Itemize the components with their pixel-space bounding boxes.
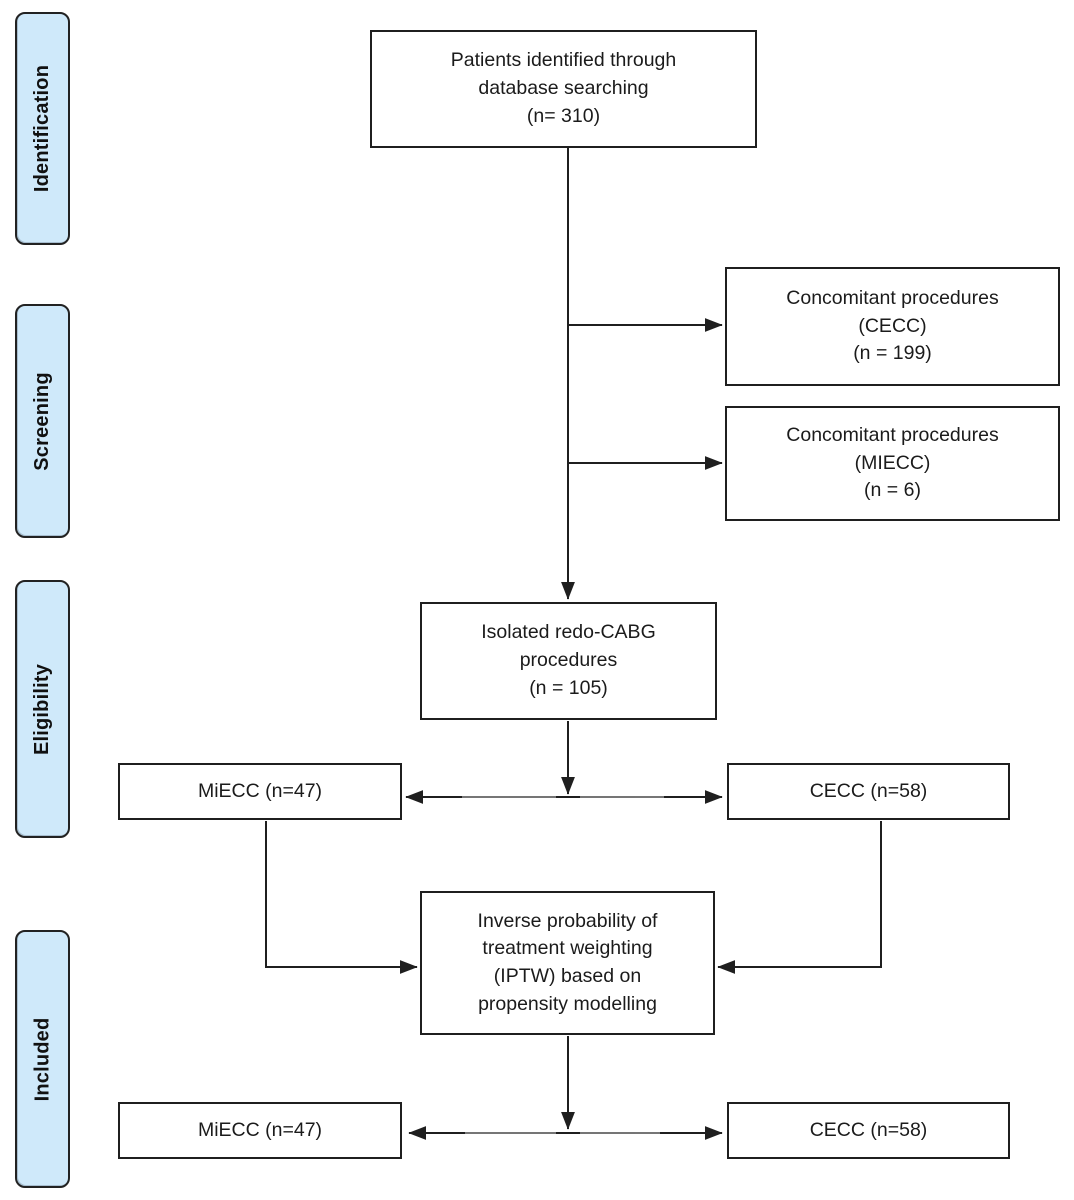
stage-label-identification-text: Identification bbox=[31, 64, 53, 193]
flow-box-cecc-pre-weighting: CECC (n=58) bbox=[727, 763, 1010, 820]
flow-box-miecc-post-weighting: MiECC (n=47) bbox=[118, 1102, 402, 1159]
flow-box-isolated-redo-cabg: Isolated redo-CABG procedures (n = 105) bbox=[420, 602, 717, 720]
flow-box-miecc-pre-weighting: MiECC (n=47) bbox=[118, 763, 402, 820]
flow-box-iptw: Inverse probability of treatment weighti… bbox=[420, 891, 715, 1035]
stage-label-screening: Screening bbox=[15, 304, 70, 538]
arrow-cecc-to-iptw bbox=[717, 821, 882, 974]
stage-label-included-text: Included bbox=[31, 1017, 54, 1101]
stage-label-included: Included bbox=[15, 930, 70, 1188]
stage-label-identification: Identification bbox=[15, 12, 70, 245]
arrow-miecc-to-iptw bbox=[265, 821, 418, 974]
flow-box-patients-identified: Patients identified through database sea… bbox=[370, 30, 757, 148]
flow-box-cecc-post-weighting: CECC (n=58) bbox=[727, 1102, 1010, 1159]
flow-box-concomitant-cecc: Concomitant procedures (CECC) (n = 199) bbox=[725, 267, 1060, 386]
stage-label-eligibility: Eligibility bbox=[15, 580, 70, 838]
stage-label-eligibility-text: Eligibility bbox=[31, 663, 54, 755]
flow-box-concomitant-miecc: Concomitant procedures (MIECC) (n = 6) bbox=[725, 406, 1060, 521]
stage-label-screening-text: Screening bbox=[31, 371, 53, 471]
